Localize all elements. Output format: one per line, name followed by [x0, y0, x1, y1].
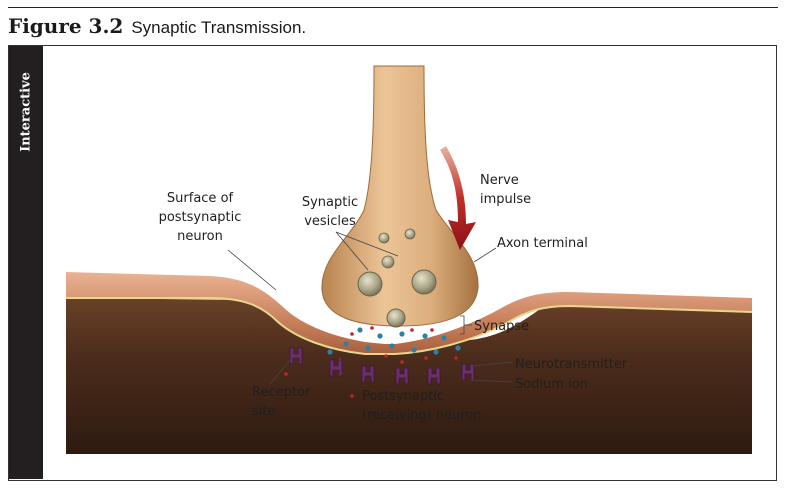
- label-impulse-line2: impulse: [480, 192, 531, 207]
- sodium-ions: [284, 326, 458, 398]
- vesicle: [404, 228, 416, 240]
- label-axon-terminal: Axon terminal: [497, 236, 588, 251]
- label-receptor-line2: site: [252, 404, 275, 419]
- top-rule: [8, 7, 778, 8]
- neurotransmitter-molecules: [327, 327, 461, 355]
- label-surface-line2: postsynaptic: [159, 210, 242, 225]
- figure-frame: [8, 45, 777, 481]
- label-surface-line1: Surface of: [167, 191, 234, 206]
- label-surface-line3: neuron: [177, 229, 223, 244]
- vesicle: [411, 269, 437, 295]
- label-sodium-ion: Sodium ion: [515, 377, 588, 392]
- postsynaptic-neuron-body: [66, 298, 752, 454]
- label-postsynaptic-line1: Postsynaptic: [362, 389, 444, 404]
- label-receptor-line1: Receptor: [252, 385, 311, 400]
- vesicle: [378, 232, 390, 244]
- label-impulse-line1: Nerve: [480, 173, 519, 188]
- figure-number: Figure 3.2: [8, 14, 124, 38]
- label-postsynaptic-line2: (receiving) neuron: [362, 408, 482, 423]
- label-synapse: Synapse: [474, 319, 529, 334]
- figure-heading: Figure 3.2 Synaptic Transmission.: [8, 14, 306, 42]
- vesicle: [386, 308, 406, 328]
- label-vesicles-line1: Synaptic: [302, 195, 358, 210]
- receptor-sites: [289, 347, 475, 385]
- label-vesicles-line2: vesicles: [304, 214, 356, 229]
- label-neurotransmitter: Neurotransmitter: [515, 357, 628, 372]
- membrane-edge-highlight: [66, 297, 753, 355]
- interactive-tab[interactable]: [9, 46, 43, 479]
- vesicle: [381, 255, 395, 269]
- figure-caption: Synaptic Transmission.: [131, 18, 307, 37]
- nerve-impulse-arrow: [440, 146, 476, 250]
- vesicle: [357, 271, 383, 297]
- leader-lines: [227, 231, 513, 385]
- postsynaptic-membrane-surface: [66, 272, 752, 354]
